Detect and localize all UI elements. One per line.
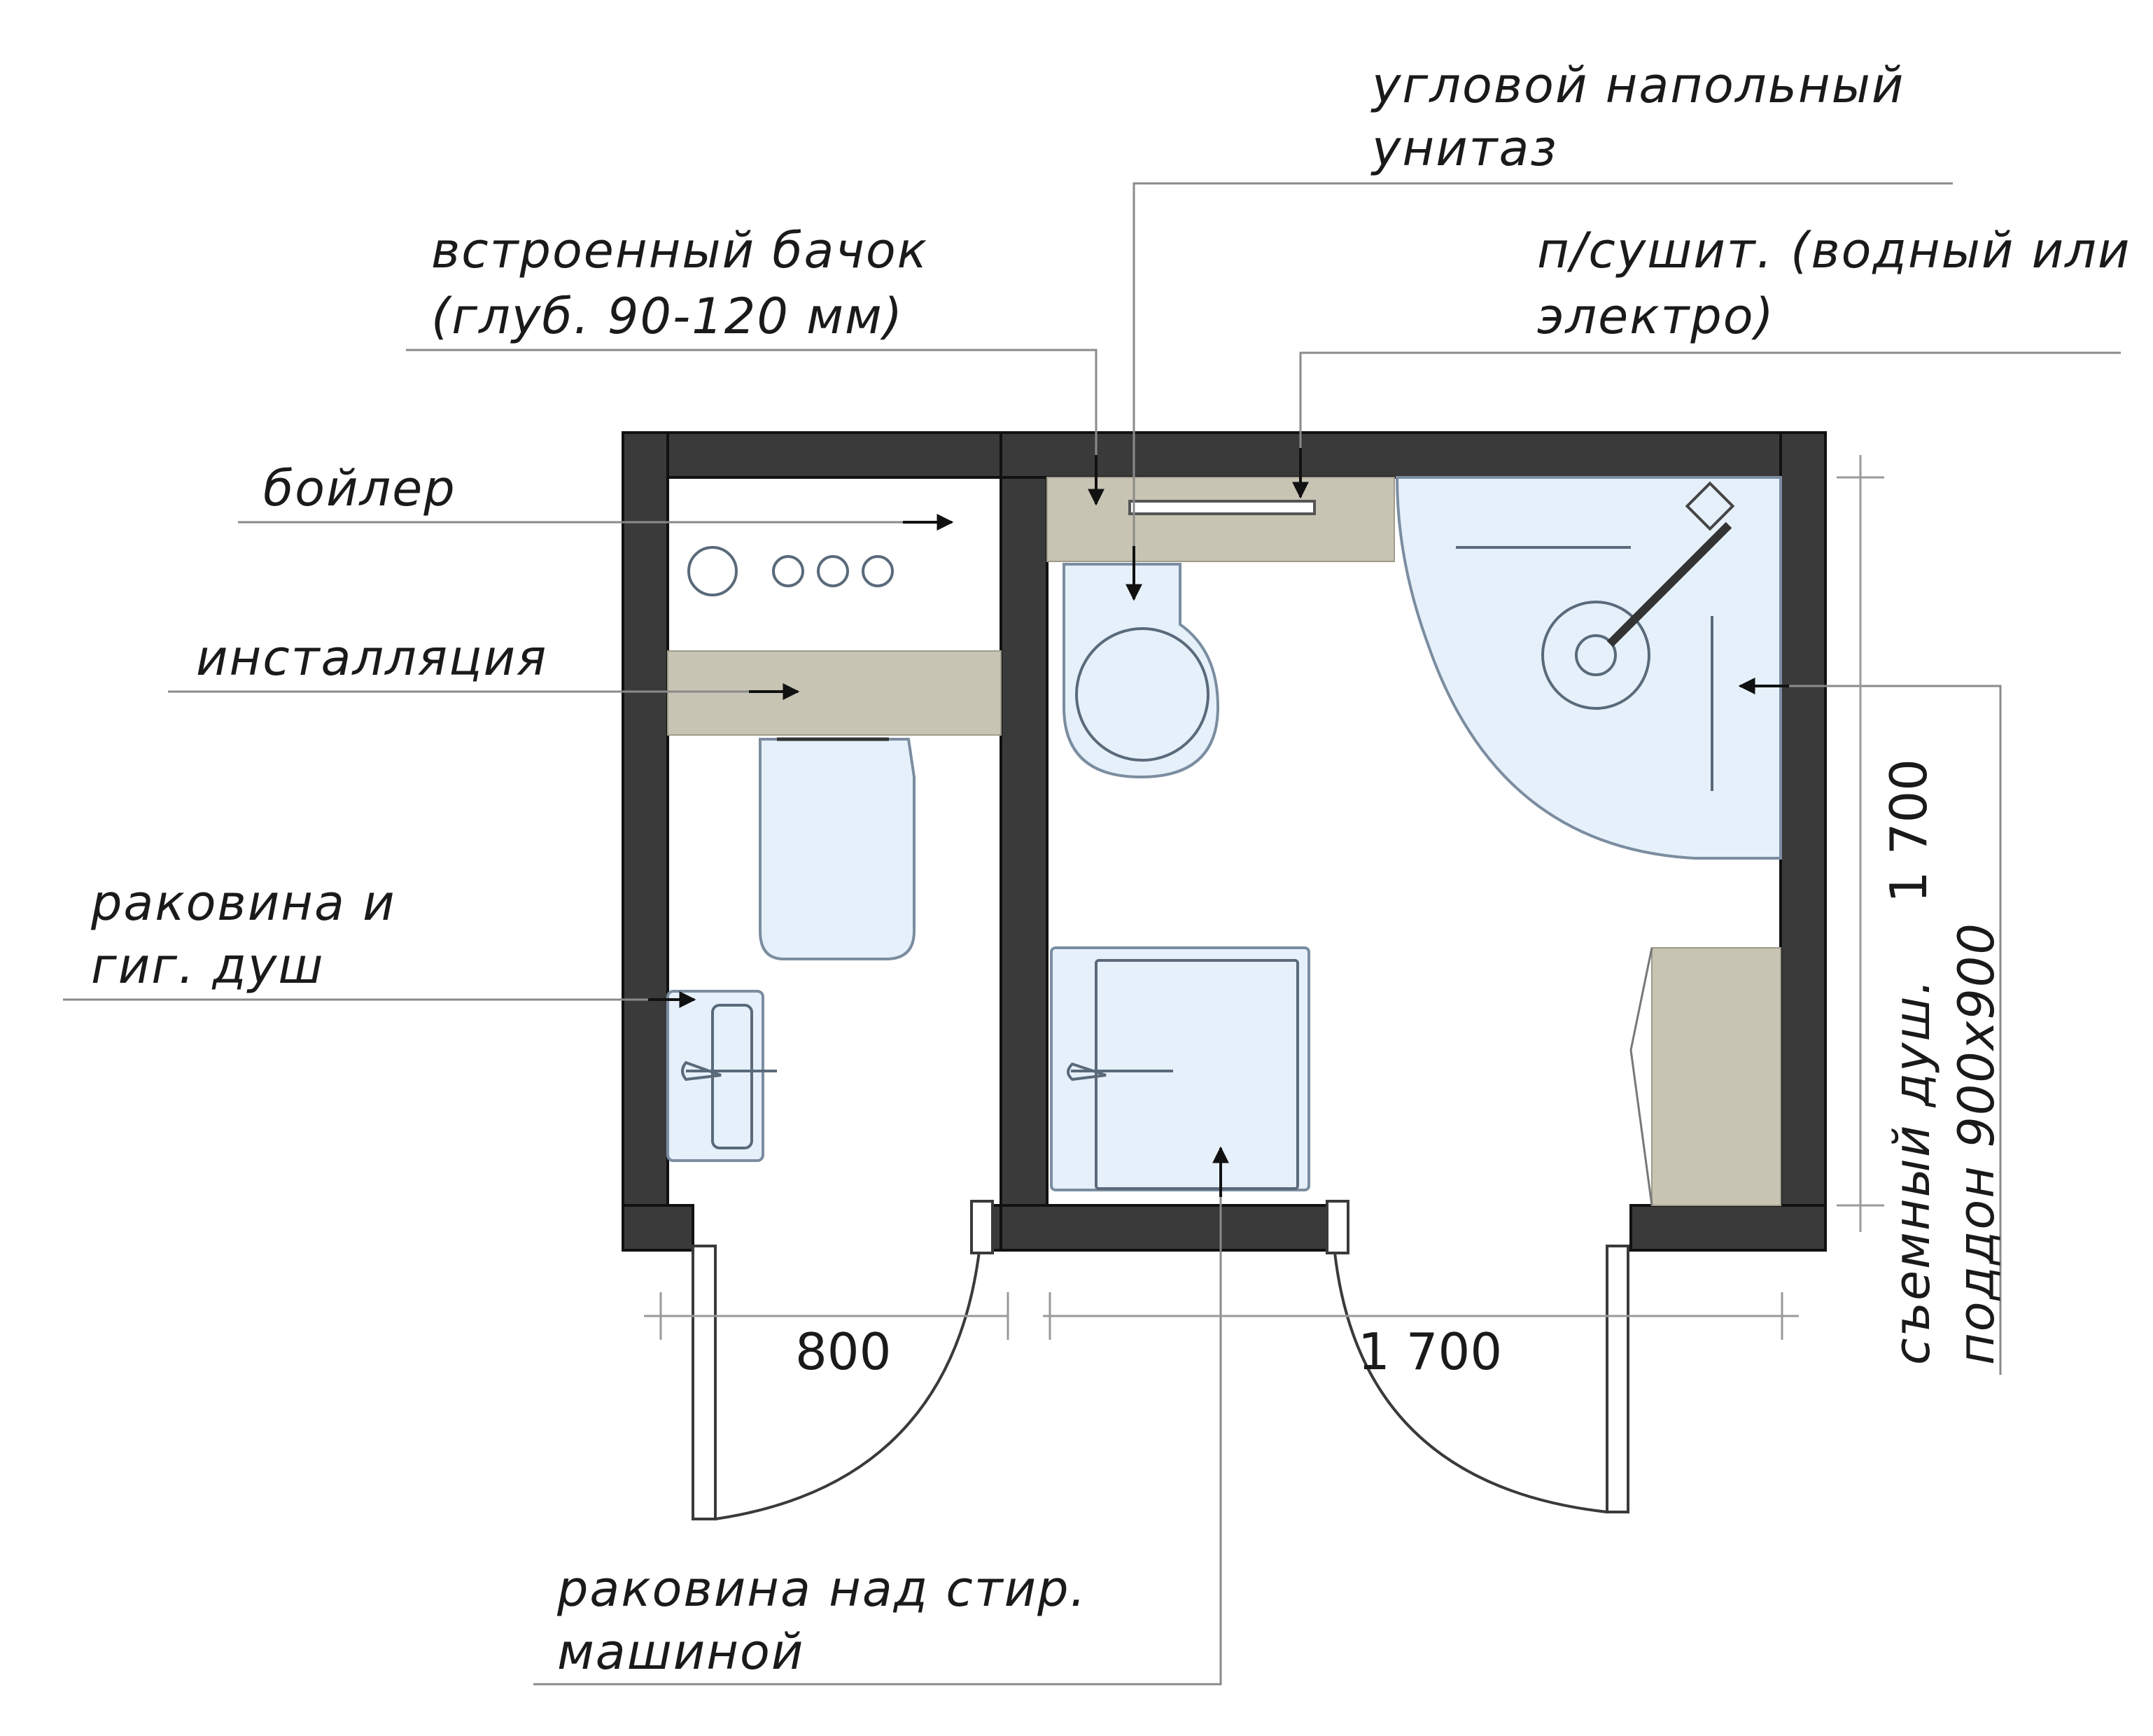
door-left-room	[692, 1245, 717, 1520]
boiler-circle-3	[862, 555, 894, 587]
label-cistern-2: (глуб. 90-120 мм)	[431, 288, 904, 345]
label-sink-1: раковина и	[90, 874, 396, 932]
leader-cistern	[406, 349, 1097, 504]
middle-wall	[1000, 431, 1049, 1252]
cabinet	[1651, 947, 1781, 1206]
corner-toilet	[1063, 563, 1220, 779]
shower-mixer	[1685, 481, 1735, 531]
walls	[622, 431, 1827, 1252]
doors	[692, 1200, 1629, 1520]
dimension-lines	[644, 455, 1884, 1340]
installation-block	[667, 650, 1002, 736]
right-wall-top	[1000, 431, 1827, 479]
label-towel-1: п/сушит. (водный или	[1537, 222, 2131, 279]
dim-label-left: 800	[795, 1322, 891, 1381]
washer-sink-inner	[1095, 959, 1299, 1190]
toilet-installation	[1046, 477, 1395, 562]
label-washer-sink-2: машиной	[557, 1623, 804, 1681]
label-installation: инсталляция	[196, 629, 547, 687]
right-wall-right	[1779, 431, 1827, 1252]
label-sink-2: гиг. душ	[91, 937, 324, 995]
corner-toilet-bowl	[1075, 627, 1209, 762]
leader-corner-toilet	[1132, 182, 1953, 599]
door-right-swing	[1333, 1245, 1608, 1513]
shower-drain-outer	[1541, 601, 1650, 710]
wall-hung-toilet	[759, 738, 916, 960]
leaders	[63, 182, 2121, 1686]
left-wall-left	[622, 431, 669, 1252]
door-left-jamb	[970, 1200, 994, 1254]
door-right-room	[1606, 1245, 1629, 1513]
washer-sink-tap	[1067, 1062, 1173, 1082]
shower-hose	[1606, 522, 1732, 648]
right-wall-bottom-left	[1000, 1204, 1331, 1252]
left-wall-top	[622, 431, 1011, 479]
label-shower-2: поддон 900х900	[1948, 922, 2005, 1365]
small-sink-tap	[681, 1060, 777, 1082]
label-shower-1: съемный душ.	[1884, 978, 1941, 1365]
dim-label-right: 1 700	[1358, 1322, 1502, 1381]
leader-shower	[1740, 685, 2002, 1375]
leader-washer-sink	[533, 1148, 1222, 1686]
towel-dryer	[1128, 500, 1316, 515]
door-right-jamb	[1326, 1200, 1349, 1254]
dim-label-vertical: 1 700	[1879, 759, 1938, 903]
labels: угловой напольный унитаз встроенный бачо…	[90, 57, 2131, 1681]
shower-drain-inner	[1575, 634, 1617, 676]
boiler-circle-2	[817, 555, 849, 587]
label-corner-toilet-1: угловой напольный	[1370, 57, 1905, 114]
left-wall-bottom-left	[622, 1204, 694, 1252]
label-washer-sink-1: раковина над стир.	[556, 1560, 1087, 1618]
boiler-circle-1	[772, 555, 804, 587]
boiler-circles	[687, 546, 894, 596]
right-wall-bottom-right	[1629, 1204, 1827, 1252]
door-left-swing	[715, 1245, 981, 1520]
label-towel-2: электро)	[1537, 288, 1775, 345]
boiler-circle-large	[687, 546, 738, 596]
cabinet-door-line	[1629, 947, 1653, 1206]
label-corner-toilet-2: унитаз	[1370, 120, 1558, 177]
label-boiler: бойлер	[263, 460, 456, 517]
label-cistern-1: встроенный бачок	[431, 222, 928, 279]
